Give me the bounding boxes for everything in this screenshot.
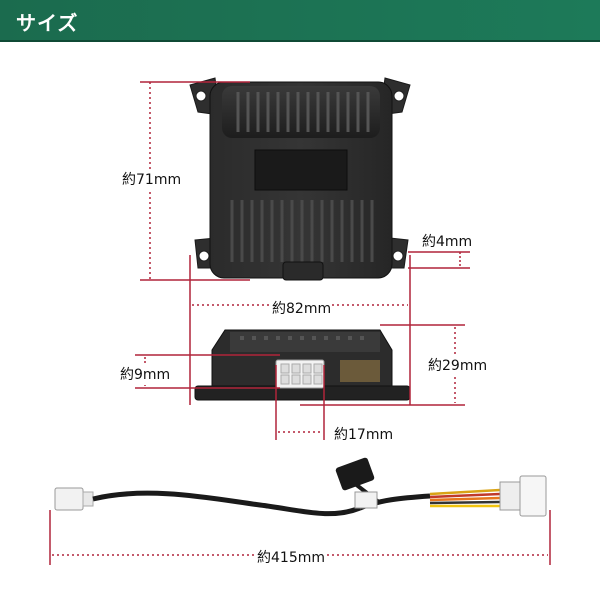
dimension-lip-label: 約9mm	[119, 364, 172, 384]
dimension-depth-label: 約29mm	[427, 355, 489, 375]
dimension-cable-label: 約415mm	[256, 547, 326, 567]
dimension-lines	[49, 81, 551, 565]
section-header: サイズ	[0, 0, 600, 42]
dimension-width-label: 約82mm	[271, 298, 333, 318]
dimension-connector-label: 約17mm	[333, 424, 395, 444]
module-top-view	[189, 77, 411, 281]
dimension-height-label: 約71mm	[121, 169, 183, 189]
section-title: サイズ	[16, 11, 79, 35]
dimension-tab-label: 約4mm	[421, 231, 474, 251]
wire-harness	[54, 457, 547, 517]
module-side-view	[194, 329, 411, 401]
